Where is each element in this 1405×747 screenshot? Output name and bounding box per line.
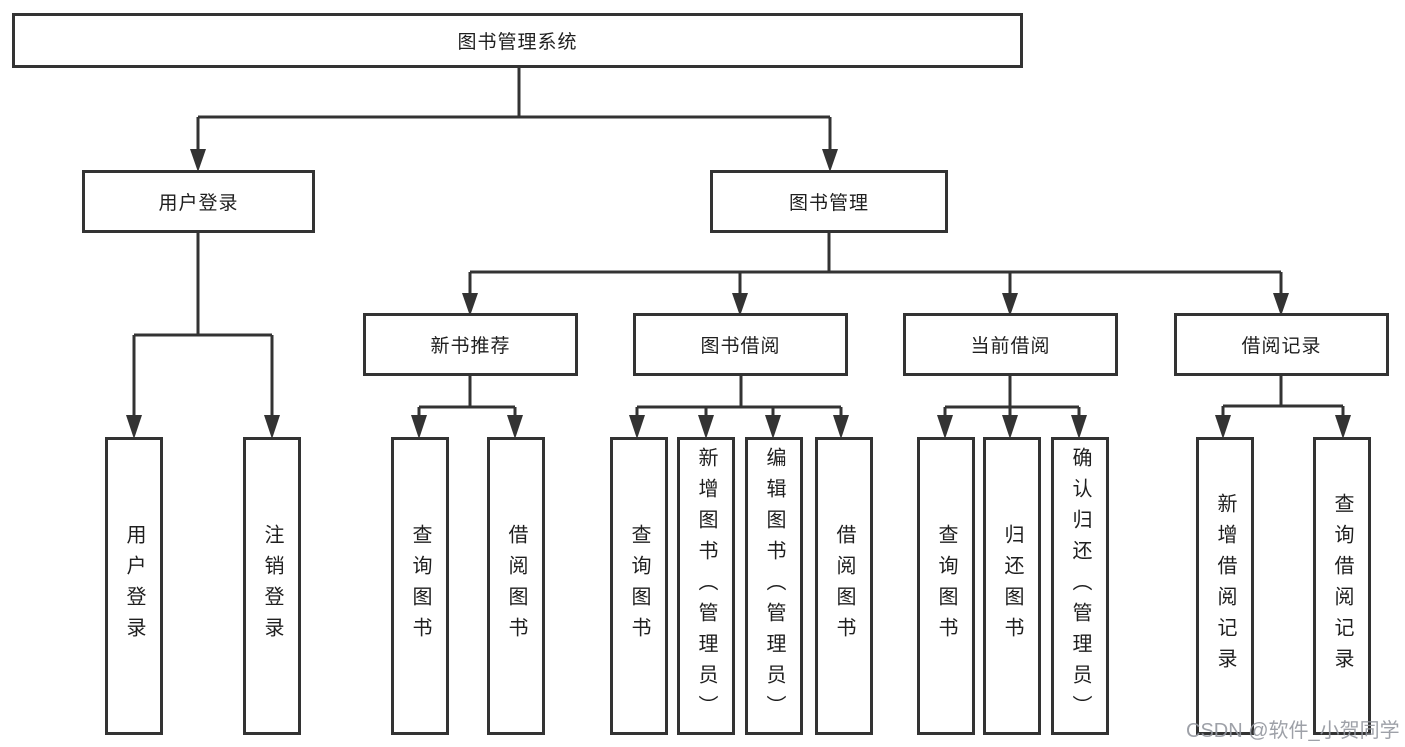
node-current-borrowing: 当前借阅	[903, 313, 1118, 376]
node-leaf-current-return-books: 归还图书	[983, 437, 1041, 735]
node-label: 新增图书（管理员）	[695, 446, 717, 726]
node-label: 查询借阅记录	[1331, 493, 1353, 679]
node-leaf-user-login: 用户登录	[105, 437, 163, 735]
node-leaf-logout: 注销登录	[243, 437, 301, 735]
node-label: 借阅图书	[505, 524, 527, 648]
node-label: 图书管理	[788, 193, 869, 214]
node-leaf-borrowing-edit-books-admin: 编辑图书（管理员）	[745, 437, 803, 735]
node-leaf-current-confirm-return-admin: 确认归还（管理员）	[1051, 437, 1109, 735]
node-label: 查询图书	[935, 524, 957, 648]
node-label: 借阅记录	[1241, 336, 1322, 357]
node-label: 图书借阅	[700, 336, 781, 357]
node-label: 用户登录	[158, 193, 239, 214]
watermark-text: CSDN @软件_小贺同学	[1186, 720, 1400, 742]
arrowheads	[126, 149, 1351, 439]
node-new-book-recommendation: 新书推荐	[363, 313, 578, 376]
node-label: 查询图书	[628, 524, 650, 648]
node-leaf-records-query-borrow-record: 查询借阅记录	[1313, 437, 1371, 735]
node-label: 注销登录	[261, 524, 283, 648]
node-leaf-borrowing-query-books: 查询图书	[610, 437, 668, 735]
node-leaf-recommend-borrow-books: 借阅图书	[487, 437, 545, 735]
node-library-system-root: 图书管理系统	[12, 13, 1023, 68]
node-leaf-borrowing-borrow-books: 借阅图书	[815, 437, 873, 735]
node-label: 归还图书	[1001, 524, 1023, 648]
node-label: 确认归还（管理员）	[1069, 446, 1091, 726]
node-label: 新增借阅记录	[1214, 493, 1236, 679]
node-label: 编辑图书（管理员）	[763, 446, 785, 726]
node-leaf-borrowing-add-books-admin: 新增图书（管理员）	[677, 437, 735, 735]
node-leaf-recommend-query-books: 查询图书	[391, 437, 449, 735]
node-label: 查询图书	[409, 524, 431, 648]
node-borrowing-records: 借阅记录	[1174, 313, 1389, 376]
node-label: 借阅图书	[833, 524, 855, 648]
node-label: 图书管理系统	[457, 32, 578, 53]
node-label: 新书推荐	[430, 336, 511, 357]
node-leaf-records-add-borrow-record: 新增借阅记录	[1196, 437, 1254, 735]
node-book-borrowing: 图书借阅	[633, 313, 848, 376]
node-book-management: 图书管理	[710, 170, 948, 233]
node-label: 用户登录	[123, 524, 145, 648]
node-label: 当前借阅	[970, 336, 1051, 357]
node-user-login: 用户登录	[82, 170, 315, 233]
node-leaf-current-query-books: 查询图书	[917, 437, 975, 735]
